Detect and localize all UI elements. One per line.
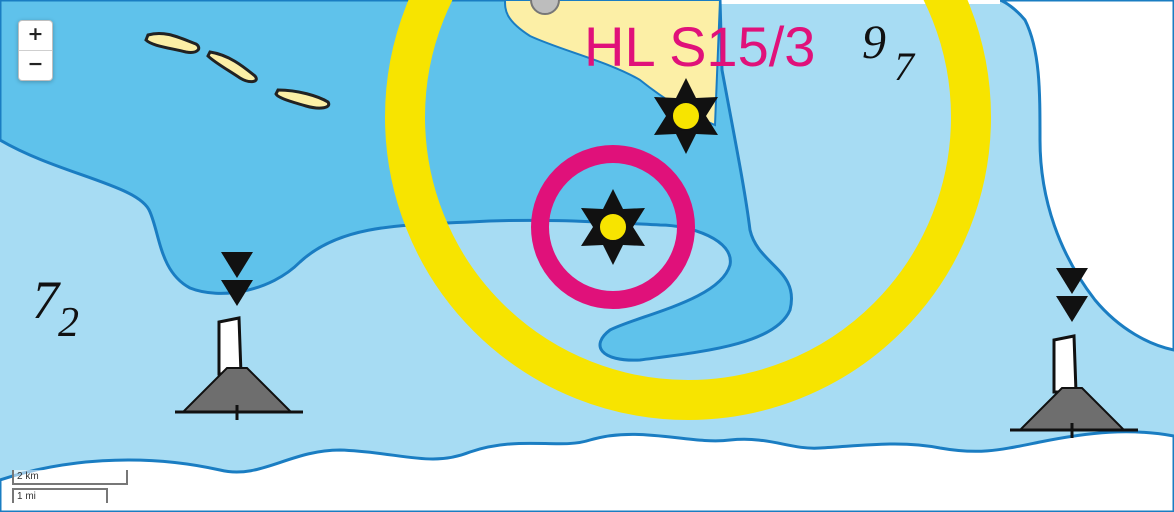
white-area-right <box>999 0 1174 352</box>
depth-sounding-left-main: 7 <box>32 270 61 330</box>
island-3 <box>274 88 331 110</box>
depth-sounding-right-sub: 7 <box>894 44 916 89</box>
scale-bar-mi: 1 mi <box>12 488 108 503</box>
cone-topmark-icon <box>221 252 253 278</box>
island-1 <box>144 31 201 54</box>
beacon-tower-icon[interactable] <box>1010 268 1138 438</box>
island-2 <box>206 50 258 84</box>
light-sector-ring <box>531 145 695 309</box>
depth-sounding-right-main: 9 <box>862 16 886 69</box>
light-star-icon[interactable] <box>581 189 645 265</box>
light-range-ring <box>385 0 991 420</box>
cone-topmark-icon <box>1056 296 1088 322</box>
beacon-tower-icon[interactable] <box>175 252 303 420</box>
light-characteristic-label: HL S15/3 <box>584 15 815 78</box>
cone-topmark-icon <box>221 280 253 306</box>
white-area-bottom <box>0 430 1174 512</box>
scale-bar-km: 2 km <box>12 470 128 485</box>
zoom-out-button[interactable]: − <box>19 50 52 80</box>
cone-topmark-icon <box>1056 268 1088 294</box>
landmark-dot <box>530 0 560 15</box>
light-star-icon[interactable] <box>654 78 718 154</box>
zoom-control: + − <box>18 20 53 81</box>
depth-sounding-left-sub: 2 <box>58 300 79 346</box>
zoom-in-button[interactable]: + <box>27 23 44 45</box>
